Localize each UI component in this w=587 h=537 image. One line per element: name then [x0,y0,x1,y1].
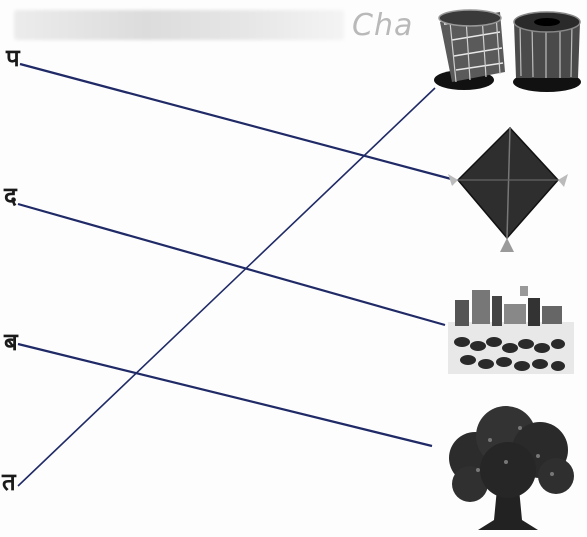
tabla-icon [434,10,581,92]
kite-icon [448,128,568,252]
market-goods-icon [448,286,574,374]
tree-icon [449,406,574,530]
